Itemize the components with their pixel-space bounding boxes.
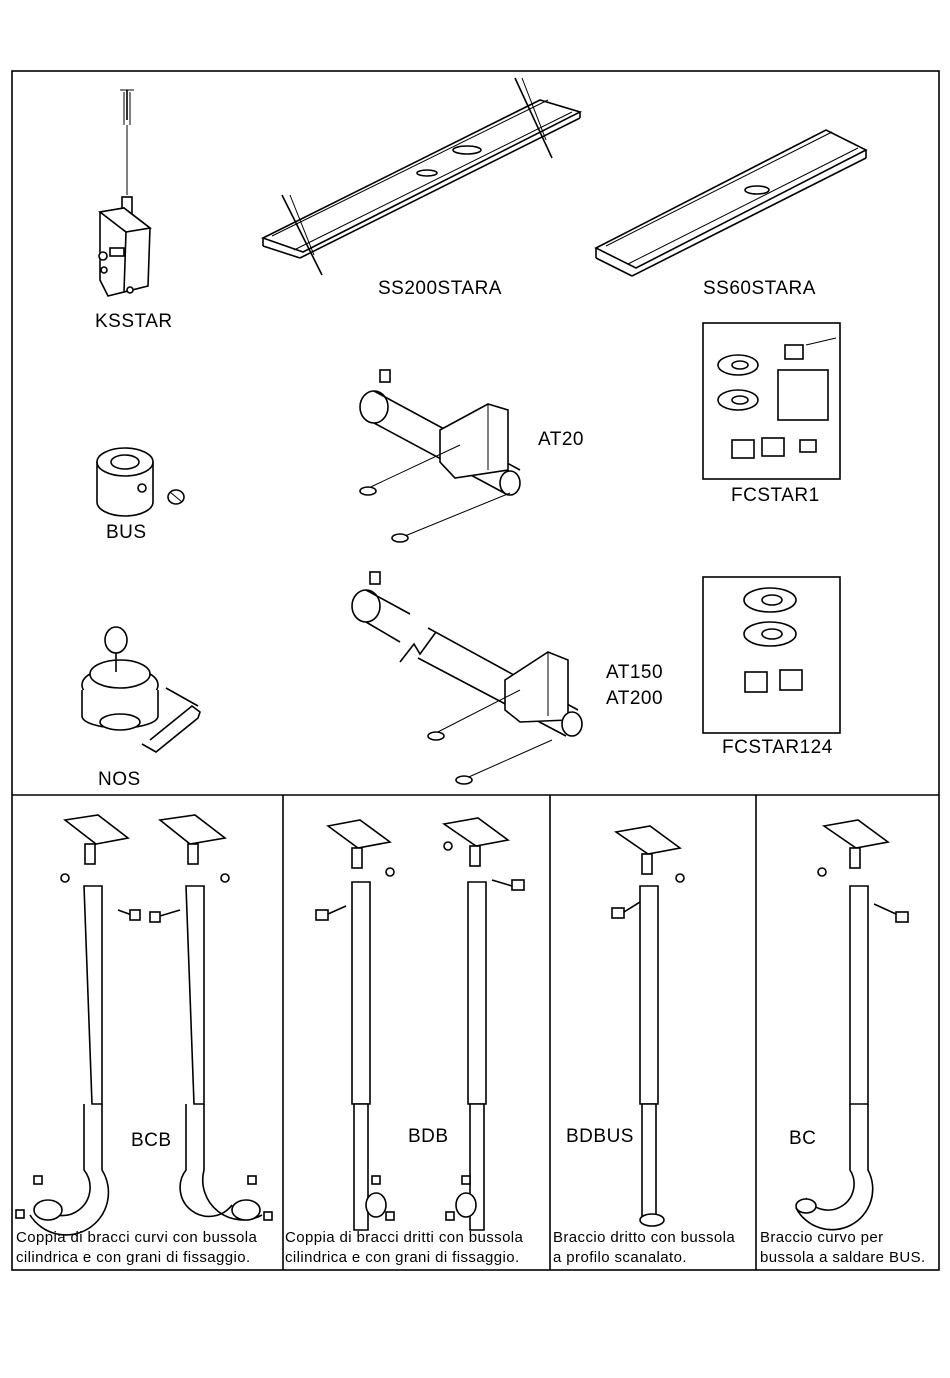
label-at150: AT150: [606, 662, 664, 683]
label-fcstar1: FCSTAR1: [731, 485, 820, 506]
ss200stara-drawing: [260, 77, 583, 276]
label-ksstar: KSSTAR: [95, 311, 173, 332]
caption-bc-line1: Braccio curvo per: [760, 1229, 884, 1246]
label-bdb: BDB: [408, 1126, 449, 1147]
label-fcstar124: FCSTAR124: [722, 737, 833, 758]
label-bdbus: BDBUS: [566, 1126, 634, 1147]
label-bcb: BCB: [131, 1130, 172, 1151]
label-at20: AT20: [538, 429, 585, 450]
fcstar1-drawing: [702, 322, 841, 480]
bcb-drawing: [15, 814, 273, 1236]
bc-drawing: [795, 819, 909, 1231]
caption-bdb-line2: cilindrica e con grani di fissaggio.: [285, 1249, 520, 1266]
caption-bcb-line1: Coppia di bracci curvi con bussola: [16, 1229, 258, 1246]
ss60stara-drawing: [594, 129, 868, 277]
at20-drawing: [359, 369, 521, 543]
nos-drawing: [81, 626, 201, 753]
caption-bcb-line2: cilindrica e con grani di fissaggio.: [16, 1249, 251, 1266]
label-ss200stara: SS200STARA: [378, 278, 502, 299]
label-nos: NOS: [98, 769, 141, 790]
bus-drawing: [96, 447, 185, 517]
caption-bc-line2: bussola a saldare BUS.: [760, 1249, 926, 1266]
label-bus: BUS: [106, 522, 147, 543]
caption-bdb-line1: Coppia di bracci dritti con bussola: [285, 1229, 524, 1246]
fcstar124-drawing: [702, 576, 841, 734]
ksstar-drawing: [98, 89, 152, 297]
caption-bdbus: Braccio dritto con bussola a profilo sca…: [553, 1228, 735, 1268]
label-bc: BC: [789, 1128, 817, 1149]
bdbus-drawing: [611, 825, 685, 1227]
caption-bcb: Coppia di bracci curvi con bussola cilin…: [16, 1228, 257, 1268]
at150-at200-drawing: [351, 571, 583, 785]
label-ss60stara: SS60STARA: [703, 278, 816, 299]
caption-bdb: Coppia di bracci dritti con bussola cili…: [285, 1228, 523, 1268]
frame-lines: [11, 70, 940, 1271]
label-at200: AT200: [606, 688, 664, 709]
caption-bc: Braccio curvo per bussola a saldare BUS.: [760, 1228, 926, 1268]
bdb-drawing: [315, 817, 525, 1231]
caption-bdbus-line1: Braccio dritto con bussola: [553, 1229, 736, 1246]
caption-bdbus-line2: a profilo scanalato.: [553, 1249, 687, 1266]
